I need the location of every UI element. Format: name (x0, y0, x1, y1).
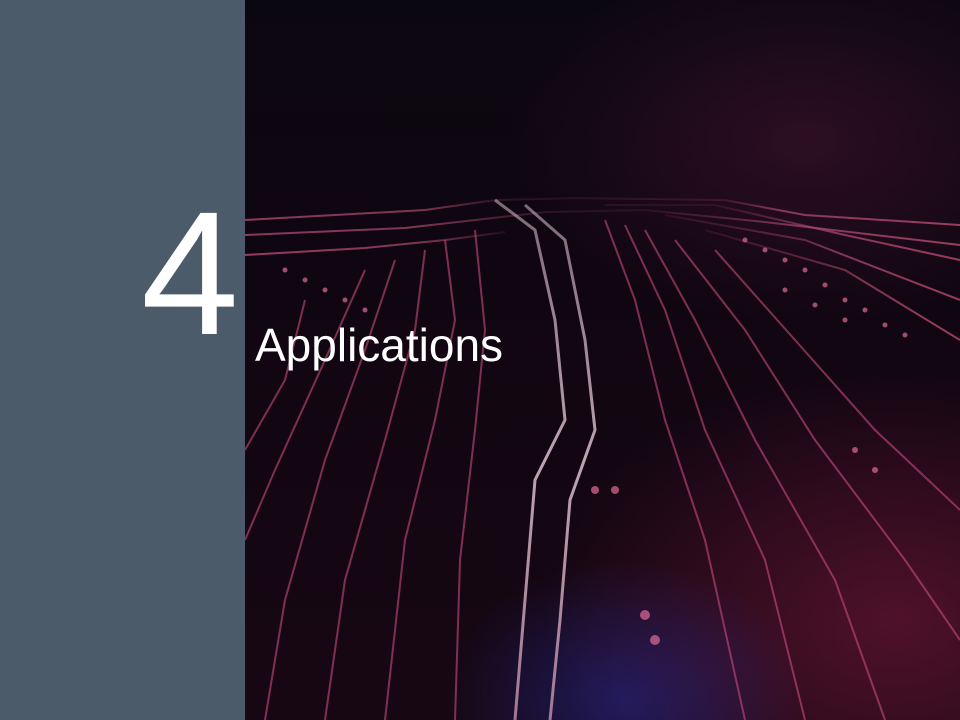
circuit-board-image (245, 0, 960, 720)
sidebar-panel (0, 0, 245, 720)
circuit-traces-graphic (245, 196, 960, 720)
section-number: 4 (141, 176, 239, 372)
section-title: Applications (255, 319, 504, 371)
